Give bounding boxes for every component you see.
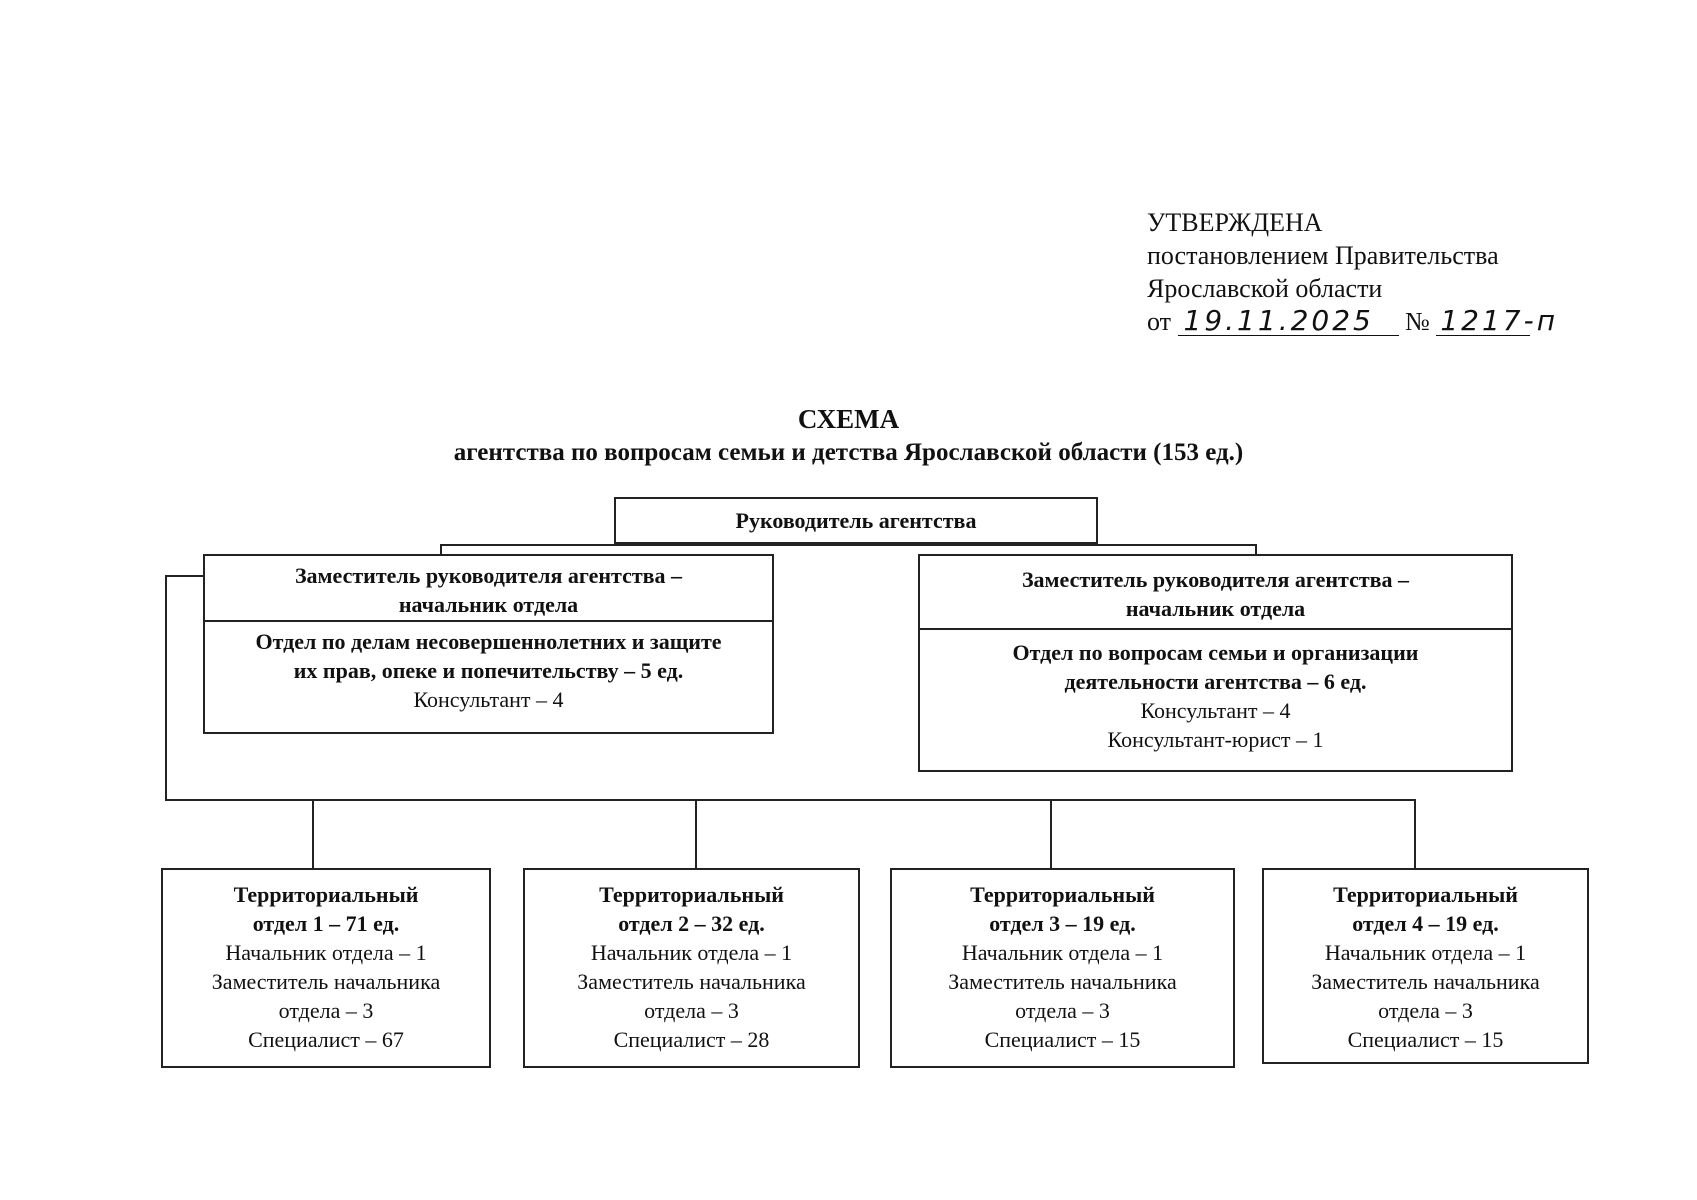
head-label: Руководитель агентства xyxy=(735,508,977,533)
approval-number-handwritten: 1217-п xyxy=(1436,307,1555,336)
deputy-2-staff-lawyer: Консультант-юрист – 1 xyxy=(1107,727,1324,752)
deputy-box-2: Заместитель руководителя агентства – нач… xyxy=(918,554,1513,772)
deputy-2-staff-consultant: Консультант – 4 xyxy=(1140,698,1291,723)
head-box: Руководитель агентства xyxy=(614,497,1098,544)
approval-date-prefix: от xyxy=(1147,307,1172,336)
connector-left-bus xyxy=(165,575,1416,868)
deputy-2-department: Отдел по вопросам семьи и организации де… xyxy=(920,630,1511,754)
connector-head-deputies xyxy=(440,544,1257,556)
approval-number-prefix: № xyxy=(1405,307,1430,336)
scheme-subtitle: агентства по вопросам семьи и детства Яр… xyxy=(453,439,1244,466)
deputy-2-title: Заместитель руководителя агентства – нач… xyxy=(920,556,1511,630)
territorial-box-4: Территориальный отдел 4 – 19 ед. Начальн… xyxy=(1262,868,1589,1064)
territorial-box-2: Территориальный отдел 2 – 32 ед. Начальн… xyxy=(523,868,860,1068)
approval-line-2: Ярославской области xyxy=(1147,274,1383,303)
deputy-1-title: Заместитель руководителя агентства – нач… xyxy=(205,556,772,622)
deputy-1-department: Отдел по делам несовершеннолетних и защи… xyxy=(205,622,772,714)
approval-date-handwritten: 19.11.2025 xyxy=(1177,307,1399,336)
deputy-box-1: Заместитель руководителя агентства – нач… xyxy=(203,554,774,734)
approval-date-line: от 19.11.2025 № 1217-п xyxy=(1147,305,1555,338)
approval-block: УТВЕРЖДЕНА постановлением Правительства … xyxy=(1147,206,1555,338)
scheme-title: СХЕМА xyxy=(797,404,900,434)
territorial-box-1: Территориальный отдел 1 – 71 ед. Начальн… xyxy=(161,868,491,1068)
territorial-box-3: Территориальный отдел 3 – 19 ед. Начальн… xyxy=(890,868,1235,1068)
approval-status: УТВЕРЖДЕНА xyxy=(1147,208,1323,237)
approval-line-1: постановлением Правительства xyxy=(1147,241,1499,270)
deputy-1-staff-consultant: Консультант – 4 xyxy=(413,687,564,712)
